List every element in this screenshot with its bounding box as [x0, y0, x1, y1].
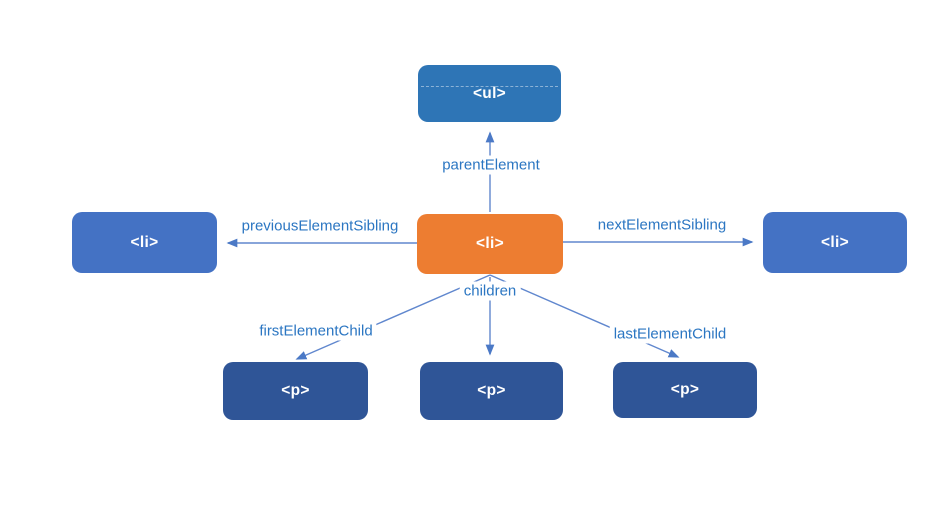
node-li-current: <li> — [417, 214, 563, 274]
node-li-current-label: <li> — [476, 235, 504, 252]
last-child-label: lastElementChild — [609, 324, 731, 344]
node-li-previous-label: <li> — [130, 233, 159, 251]
ul-divider-line — [421, 86, 558, 87]
node-p-first: <p> — [223, 362, 368, 420]
children-label: children — [459, 281, 521, 301]
node-li-next: <li> — [763, 212, 907, 273]
first-child-label: firstElementChild — [255, 321, 377, 341]
previous-sibling-label: previousElementSibling — [237, 216, 403, 236]
node-p-last: <p> — [613, 362, 757, 418]
node-p-last-label: <p> — [670, 381, 700, 398]
node-ul-label: <ul> — [472, 84, 507, 102]
node-p-middle-label: <p> — [477, 382, 506, 399]
node-li-next-label: <li> — [821, 233, 849, 251]
node-p-first-label: <p> — [281, 382, 310, 399]
first-child-arrow — [295, 274, 491, 360]
next-sibling-label: nextElementSibling — [593, 215, 731, 235]
parent-element-label: parentElement — [438, 155, 544, 175]
node-li-previous: <li> — [72, 212, 217, 273]
node-ul: <ul> — [418, 65, 561, 122]
node-p-middle: <p> — [420, 362, 563, 420]
